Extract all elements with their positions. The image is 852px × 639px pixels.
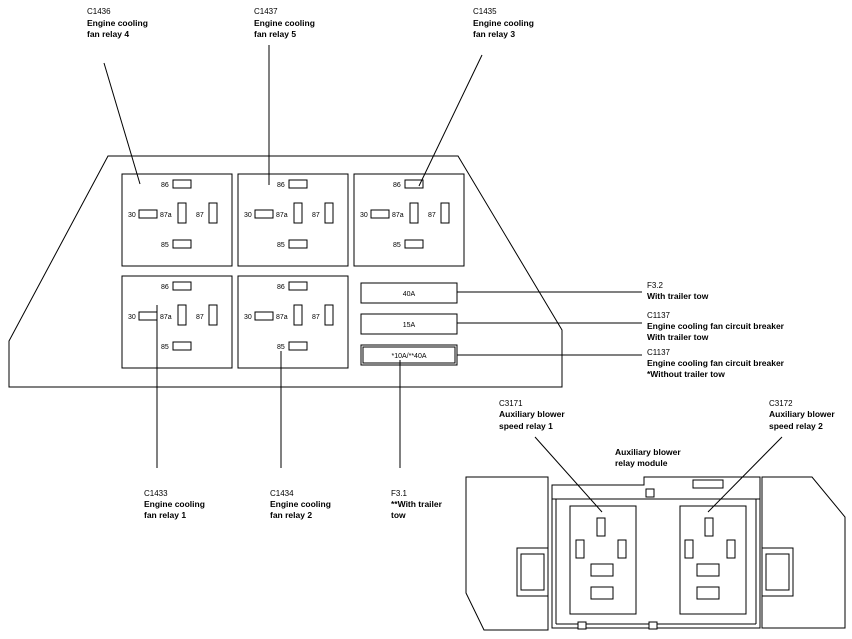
leader-aux-relay-1 [534, 436, 603, 513]
svg-text:tow: tow [391, 510, 406, 520]
svg-text:86: 86 [277, 284, 285, 291]
svg-text:Auxiliary blower: Auxiliary blower [499, 409, 565, 419]
svg-text:30: 30 [128, 314, 136, 321]
svg-text:Auxiliary blower: Auxiliary blower [769, 409, 835, 419]
label-circuit-breaker-no-trailer: C1137 Engine cooling fan circuit breaker… [647, 348, 785, 379]
svg-text:85: 85 [393, 242, 401, 249]
svg-text:86: 86 [277, 182, 285, 189]
svg-text:87: 87 [196, 212, 204, 219]
relay-socket-fan-relay-5: 86 30 87a 87 85 [237, 173, 349, 267]
svg-text:fan relay 5: fan relay 5 [254, 29, 296, 39]
svg-text:C1137: C1137 [647, 348, 671, 357]
fuse-10a-40a: *10A/**40A [360, 344, 458, 366]
svg-text:*Without trailer tow: *Without trailer tow [647, 369, 725, 379]
svg-text:C3171: C3171 [499, 399, 523, 408]
svg-text:85: 85 [277, 344, 285, 351]
svg-text:30: 30 [244, 314, 252, 321]
label-aux-blower-relay-module: Auxiliary blower relay module [615, 447, 681, 468]
svg-text:30: 30 [244, 212, 252, 219]
svg-text:Engine cooling: Engine cooling [144, 499, 205, 509]
svg-text:86: 86 [161, 182, 169, 189]
svg-text:C1435: C1435 [473, 7, 497, 16]
svg-text:86: 86 [393, 182, 401, 189]
svg-text:87a: 87a [276, 314, 288, 321]
relay-socket-fan-relay-3: 86 30 87a 87 85 [353, 173, 465, 267]
svg-text:speed relay 1: speed relay 1 [499, 421, 553, 431]
svg-text:Engine cooling fan circuit bre: Engine cooling fan circuit breaker [647, 321, 785, 331]
svg-text:C1433: C1433 [144, 489, 168, 498]
label-aux-blower-relay-2: C3172 Auxiliary blower speed relay 2 [769, 399, 835, 431]
svg-text:C1437: C1437 [254, 7, 278, 16]
svg-text:C1436: C1436 [87, 7, 111, 16]
svg-text:fan relay 2: fan relay 2 [270, 510, 312, 520]
svg-text:85: 85 [161, 344, 169, 351]
label-fan-relay-4: C1436 Engine cooling fan relay 4 [87, 7, 148, 39]
svg-text:87a: 87a [276, 212, 288, 219]
svg-text:Engine cooling: Engine cooling [87, 18, 148, 28]
aux-blower-relay-module [465, 476, 846, 631]
label-fan-relay-2: C1434 Engine cooling fan relay 2 [270, 489, 331, 520]
label-fan-relay-1: C1433 Engine cooling fan relay 1 [144, 489, 205, 520]
svg-text:fan relay 1: fan relay 1 [144, 510, 186, 520]
svg-text:F3.1: F3.1 [391, 489, 408, 498]
svg-text:speed relay 2: speed relay 2 [769, 421, 823, 431]
svg-text:87a: 87a [392, 212, 404, 219]
fuse-box-housing [8, 155, 563, 388]
svg-text:C1434: C1434 [270, 489, 294, 498]
leader-lines [103, 45, 642, 468]
svg-text:Engine cooling: Engine cooling [254, 18, 315, 28]
svg-text:87a: 87a [160, 212, 172, 219]
svg-text:C3172: C3172 [769, 399, 793, 408]
fuse-40a: 40A [360, 282, 458, 304]
svg-text:87: 87 [312, 212, 320, 219]
svg-text:15A: 15A [403, 322, 416, 329]
svg-text:relay module: relay module [615, 458, 668, 468]
svg-text:87: 87 [196, 314, 204, 321]
svg-text:**With trailer: **With trailer [391, 499, 443, 509]
svg-text:Engine cooling: Engine cooling [473, 18, 534, 28]
svg-text:87: 87 [312, 314, 320, 321]
label-aux-blower-relay-1: C3171 Auxiliary blower speed relay 1 [499, 399, 565, 431]
svg-text:With trailer tow: With trailer tow [647, 291, 709, 301]
svg-text:F3.2: F3.2 [647, 281, 664, 290]
svg-text:85: 85 [161, 242, 169, 249]
relay-socket-fan-relay-4: 86 30 87a 87 85 [121, 173, 233, 267]
svg-text:Engine cooling fan circuit bre: Engine cooling fan circuit breaker [647, 358, 785, 368]
svg-text:87a: 87a [160, 314, 172, 321]
svg-text:40A: 40A [403, 291, 416, 298]
svg-text:Engine cooling: Engine cooling [270, 499, 331, 509]
fuse-15a: 15A [360, 313, 458, 335]
svg-text:With trailer tow: With trailer tow [647, 332, 709, 342]
svg-text:fan relay 4: fan relay 4 [87, 29, 129, 39]
svg-text:30: 30 [360, 212, 368, 219]
svg-text:30: 30 [128, 212, 136, 219]
svg-text:86: 86 [161, 284, 169, 291]
label-fan-relay-5: C1437 Engine cooling fan relay 5 [254, 7, 315, 39]
label-fuse-f3-1: F3.1 **With trailer tow [391, 489, 443, 520]
relay-socket-fan-relay-1: 86 30 87a 87 85 [121, 275, 233, 369]
relay-socket-fan-relay-2: 86 30 87a 87 85 [237, 275, 349, 369]
svg-text:C1137: C1137 [647, 311, 671, 320]
svg-text:87: 87 [428, 212, 436, 219]
leader-aux-relay-2 [707, 436, 783, 513]
svg-text:fan relay 3: fan relay 3 [473, 29, 515, 39]
svg-text:85: 85 [277, 242, 285, 249]
svg-text:Auxiliary blower: Auxiliary blower [615, 447, 681, 457]
label-fan-relay-3: C1435 Engine cooling fan relay 3 [473, 7, 534, 39]
label-fuse-f3-2: F3.2 With trailer tow [647, 281, 709, 301]
svg-text:*10A/**40A: *10A/**40A [391, 353, 426, 360]
label-circuit-breaker-trailer: C1137 Engine cooling fan circuit breaker… [647, 311, 785, 342]
